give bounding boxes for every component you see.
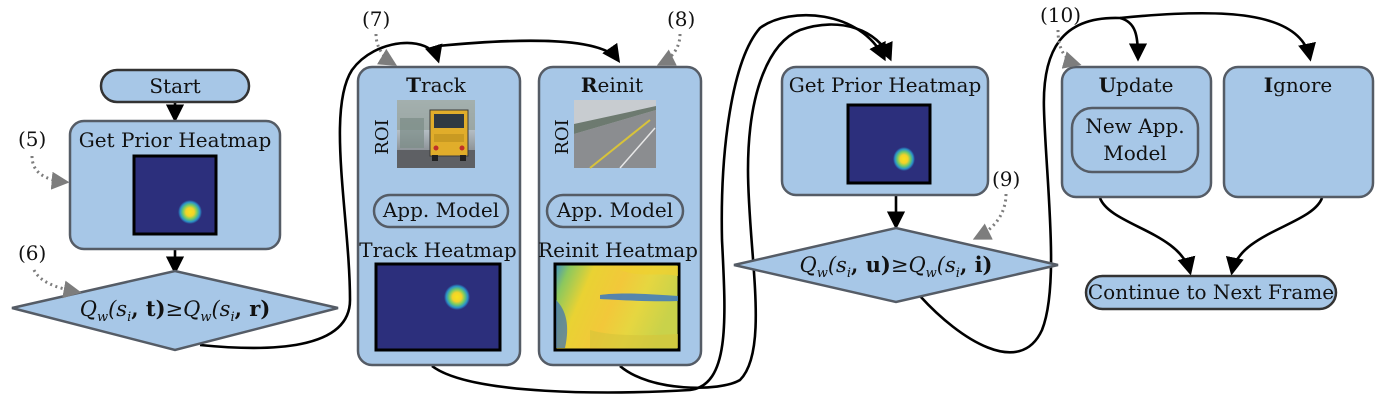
- connector-update-to-end: [1098, 197, 1196, 276]
- track-roi-image: [397, 100, 475, 168]
- reinit-roi-label: ROI: [552, 119, 573, 154]
- left-decision-expression: Qw(si, t)≥Qw(si, r): [80, 296, 271, 325]
- middle-decision-diamond: Qw(si, u)≥Qw(si, i): [733, 226, 1059, 304]
- reinit-heatmap-image: [553, 262, 681, 352]
- connector-decision-to-track-reinit: [199, 41, 443, 350]
- reinit-box: Reinit ROI App. Model Reinit Heatmap: [537, 65, 703, 367]
- start-node: Start: [99, 68, 251, 104]
- step-label-10: (10): [1040, 3, 1081, 27]
- connector-ignore-to-end: [1225, 197, 1324, 276]
- track-roi-label: ROI: [372, 119, 393, 154]
- step-pointer-6: [32, 269, 82, 299]
- connector-reinit-to-prior: [619, 23, 893, 390]
- reinit-heatmap-label: Reinit Heatmap: [538, 238, 698, 262]
- step-label-6: (6): [18, 241, 46, 265]
- track-heatmap-label: Track Heatmap: [359, 238, 516, 262]
- step-annotations: (5) (6) (7) (8) (9) (10): [18, 3, 1082, 299]
- new-app-model: New App. Model: [1070, 106, 1200, 174]
- step-pointer-10: [1056, 29, 1082, 69]
- middle-prior-heatmap-box: Get Prior Heatmap: [780, 65, 990, 197]
- track-heatmap-image: [374, 262, 502, 352]
- svg-text:Model: Model: [1103, 141, 1167, 165]
- connector-track-to-prior: [431, 13, 886, 394]
- track-title: Track: [406, 73, 467, 97]
- step-label-9: (9): [992, 167, 1020, 191]
- middle-prior-heatmap-title: Get Prior Heatmap: [789, 73, 982, 97]
- step-pointer-9: [972, 193, 1008, 240]
- svg-text:App. Model: App. Model: [382, 198, 499, 222]
- step-pointer-8: [656, 33, 682, 66]
- step-label-8: (8): [667, 7, 695, 31]
- reinit-title: Reinit: [581, 73, 643, 97]
- left-prior-heatmap-title: Get Prior Heatmap: [79, 128, 272, 152]
- connector-decision-to-reinit: [437, 39, 621, 63]
- step-pointer-7: [374, 33, 398, 66]
- update-title: Update: [1099, 73, 1174, 97]
- flow-connectors: [165, 11, 1324, 394]
- start-label: Start: [149, 74, 200, 98]
- left-prior-heatmap-box: Get Prior Heatmap: [68, 119, 282, 251]
- end-label: Continue to Next Frame: [1088, 280, 1334, 304]
- reinit-app-model: App. Model: [545, 193, 685, 229]
- connector-decision-to-ignore: [1119, 11, 1316, 62]
- ignore-box: Ignore: [1222, 65, 1375, 199]
- svg-text:New App.: New App.: [1085, 114, 1184, 138]
- end-node: Continue to Next Frame: [1084, 274, 1338, 311]
- middle-decision-expression: Qw(si, u)≥Qw(si, i): [799, 252, 992, 281]
- ignore-title: Ignore: [1264, 73, 1332, 97]
- track-app-model: App. Model: [372, 193, 510, 229]
- left-prior-heatmap-image: [132, 154, 218, 236]
- step-label-5: (5): [18, 127, 46, 151]
- update-box: Update New App. Model: [1060, 65, 1213, 199]
- track-box: Track ROI App. Model Track Heatmap: [356, 65, 522, 367]
- step-pointer-5: [30, 155, 70, 190]
- middle-prior-heatmap-image: [846, 103, 932, 185]
- svg-text:App. Model: App. Model: [556, 198, 673, 222]
- step-label-7: (7): [362, 7, 390, 31]
- reinit-roi-image: [574, 100, 656, 169]
- left-decision-diamond: Qw(si, t)≥Qw(si, r): [11, 269, 339, 352]
